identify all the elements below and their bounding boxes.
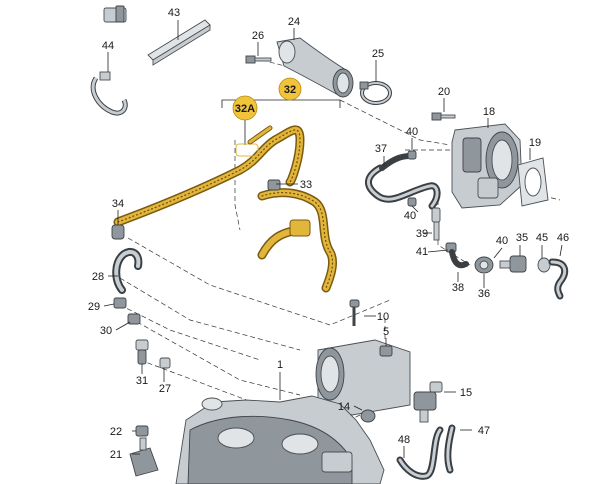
callout-1: 1 <box>277 359 283 371</box>
callout-45: 45 <box>536 232 548 244</box>
callout-20: 20 <box>438 86 450 98</box>
callout-48: 48 <box>398 434 410 446</box>
callout-5: 5 <box>383 326 389 338</box>
callout-10: 10 <box>377 311 389 323</box>
right-side-small-fittings <box>407 150 469 269</box>
part-44-clamp <box>90 71 128 116</box>
callout-35: 35 <box>516 232 528 244</box>
callout-39: 39 <box>416 228 428 240</box>
callout-40-mid: 40 <box>404 210 416 222</box>
callout-31: 31 <box>136 375 148 387</box>
parts-27-29-30-31 <box>113 297 171 369</box>
part-15-valve <box>413 381 443 423</box>
callout-47: 47 <box>478 425 490 437</box>
part-25-clamp-ring <box>359 81 392 105</box>
part-top-left-fitting <box>103 5 127 23</box>
parts-21-22 <box>129 425 159 477</box>
callout-46: 46 <box>557 232 569 244</box>
callout-41: 41 <box>416 246 428 258</box>
callout-32: 32 <box>284 84 296 96</box>
part-28-hose <box>112 247 143 294</box>
callout-38: 38 <box>452 282 464 294</box>
callout-21: 21 <box>110 449 122 461</box>
parts-35-36-45-46 <box>474 255 569 300</box>
callout-26: 26 <box>252 30 264 42</box>
callout-33: 33 <box>300 179 312 191</box>
callout-15: 15 <box>460 387 472 399</box>
callout-labels: 43 24 26 44 25 20 18 19 40 37 40 39 41 3… <box>88 7 569 461</box>
callout-44: 44 <box>102 40 114 52</box>
callout-34: 34 <box>112 198 124 210</box>
callout-14: 14 <box>338 401 350 413</box>
part-20-screw <box>431 112 456 121</box>
leader-lines <box>103 20 563 458</box>
callout-30: 30 <box>100 325 112 337</box>
part-26-bolt <box>245 55 272 64</box>
callout-32-badge: 32 <box>278 77 302 101</box>
part-43-strip <box>147 19 211 66</box>
parts-47-48-hoses <box>396 424 456 480</box>
part-19-gasket <box>517 157 549 207</box>
callout-22: 22 <box>110 426 122 438</box>
assembly-guide-lines <box>119 59 561 426</box>
callout-36: 36 <box>478 288 490 300</box>
part-33-clip <box>267 179 281 191</box>
callout-40-right: 40 <box>496 235 508 247</box>
part-34-cap <box>111 224 125 240</box>
part-1-intake-manifold <box>175 395 385 484</box>
callout-25: 25 <box>372 48 384 60</box>
callout-28: 28 <box>92 271 104 283</box>
part-14-washer <box>360 409 376 423</box>
callout-32A-badge: 32A <box>232 95 258 121</box>
callout-27: 27 <box>159 383 171 395</box>
callout-40-top: 40 <box>406 126 418 138</box>
part-24-intake-elbow <box>276 37 354 98</box>
part-32-breather-hose <box>113 125 305 227</box>
callout-43: 43 <box>168 7 180 19</box>
callout-18: 18 <box>483 106 495 118</box>
callout-19: 19 <box>529 137 541 149</box>
callout-37: 37 <box>375 143 387 155</box>
callout-32A: 32A <box>235 103 255 115</box>
part-37-vacuum-hose <box>365 153 441 210</box>
part-18-throttle-body <box>451 123 523 209</box>
part-10-screw <box>349 299 360 326</box>
part-32A-breather-hose-lower <box>257 188 337 293</box>
callout-24: 24 <box>288 16 300 28</box>
highlighted-callouts: 32 32A <box>232 77 302 121</box>
callout-29: 29 <box>88 301 100 313</box>
